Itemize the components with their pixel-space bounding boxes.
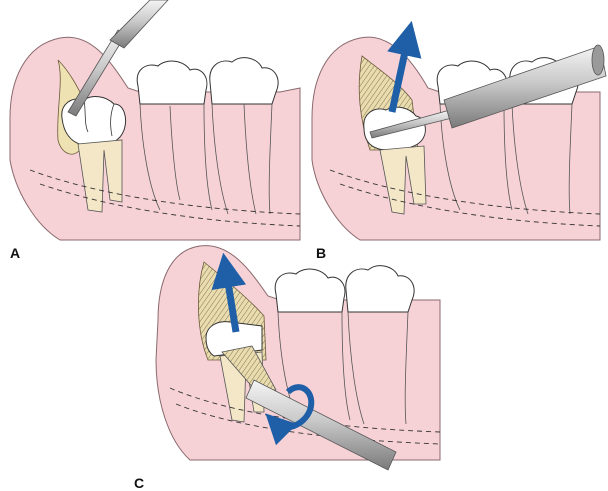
- elevator-instrument-icon: [221, 345, 397, 471]
- rotation-arrow-icon: [265, 384, 315, 446]
- handpiece-instrument-icon: [369, 44, 607, 139]
- panel-c: C: [134, 245, 441, 491]
- upward-arrow-icon: [211, 252, 247, 333]
- nerve-canal: [329, 169, 601, 227]
- panel-label-c: C: [134, 475, 144, 491]
- elevator-instrument-icon: [67, 0, 169, 117]
- impacted-tooth-crown: [61, 96, 127, 147]
- adjacent-molar-2: [209, 57, 279, 105]
- adjacent-molar-1: [274, 268, 346, 313]
- nerve-canal: [29, 169, 301, 227]
- impacted-tooth-root: [379, 145, 427, 215]
- panel-a: A: [9, 0, 301, 261]
- adjacent-molar-2: [345, 265, 415, 313]
- panel-label-a: A: [10, 245, 20, 261]
- upward-arrow-icon: [387, 20, 422, 113]
- panel-b: B: [311, 20, 607, 261]
- impacted-tooth-root: [77, 139, 123, 213]
- panel-label-b: B: [316, 245, 326, 261]
- adjacent-molar-1: [136, 60, 208, 105]
